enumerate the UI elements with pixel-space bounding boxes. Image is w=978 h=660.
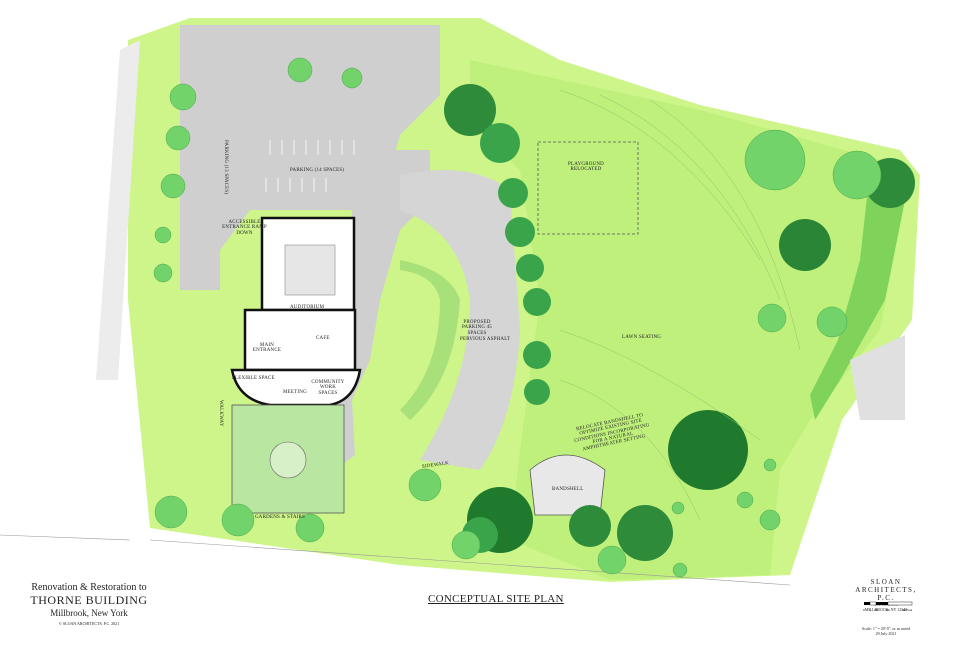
project-location: Millbrook, New York bbox=[50, 608, 128, 618]
pervious-asphalt-label: PERVIOUS ASPHALT bbox=[460, 337, 511, 342]
proposed-parking-lot bbox=[400, 170, 520, 470]
cafe-label: CAFE bbox=[316, 336, 330, 341]
drawing-date: 29 July 2021 bbox=[875, 631, 897, 636]
community-work-label: COMMUNITY WORK SPACES bbox=[311, 380, 345, 396]
parking-stripes bbox=[265, 140, 355, 192]
walkway-label: WALKWAY bbox=[218, 400, 223, 427]
east-lawn bbox=[470, 60, 905, 580]
bandshell-label: BANDSHELL bbox=[552, 487, 584, 492]
meeting-label: MEETING bbox=[283, 390, 307, 395]
garden-fountain bbox=[269, 441, 307, 479]
flexible-space-label: FLEXIBLE SPACE bbox=[232, 376, 275, 381]
east-existing-building bbox=[850, 335, 905, 420]
playground-label: PLAYGROUND RELOCATED bbox=[568, 162, 604, 173]
west-road bbox=[96, 40, 140, 380]
scale-tick-20: 20 bbox=[886, 608, 890, 612]
scale-note: Scale: 1" = 20'-0", or as noted bbox=[862, 626, 910, 631]
gardens-label: GARDENS & STAIRS bbox=[255, 515, 306, 520]
east-woodland-band bbox=[810, 170, 905, 420]
trees-medium bbox=[462, 123, 551, 553]
scale-tick-0: 0 bbox=[863, 608, 865, 612]
scale-tick-10: 10 bbox=[874, 608, 878, 612]
bandshell-structure bbox=[529, 454, 606, 516]
parking-island bbox=[400, 260, 460, 420]
south-street-edge bbox=[0, 534, 131, 541]
scale-bar: 0 5 10 20 40 Feet bbox=[863, 601, 912, 612]
trees-light bbox=[153, 57, 882, 578]
project-title-block: Renovation & Restoration to THORNE BUILD… bbox=[14, 582, 164, 626]
scale-tick-40: 40 Feet bbox=[902, 608, 912, 612]
sheet-title: CONCEPTUAL SITE PLAN bbox=[428, 593, 564, 605]
proposed-parking-label: PROPOSED PARKING 45 SPACES bbox=[461, 320, 492, 336]
parking-13-label: PARKING (13 SPACES) bbox=[223, 140, 228, 195]
main-entrance-label: MAIN ENTRANCE bbox=[252, 343, 282, 354]
thorne-building-footprint bbox=[230, 216, 362, 407]
scale-tick-5: 5 bbox=[869, 608, 871, 612]
parking-14-label: PARKING (14 SPACES) bbox=[290, 168, 345, 173]
playground-area bbox=[537, 141, 639, 235]
copyright-note: © SLOAN ARCHITECTS, P.C. 2021 bbox=[58, 621, 120, 626]
lawn-seating-label: LAWN SEATING bbox=[622, 335, 662, 340]
project-title-line2: THORNE BUILDING bbox=[30, 593, 148, 607]
contour-lines bbox=[559, 89, 801, 521]
project-title-line1: Renovation & Restoration to bbox=[31, 582, 147, 593]
firm-name: SLOAN ARCHITECTS, P.C. bbox=[855, 578, 917, 602]
firm-address: MILLBROOK, NY 12545 bbox=[864, 607, 908, 612]
auditorium-label: AUDITORIUM bbox=[290, 305, 325, 310]
north-parking-lot bbox=[180, 25, 440, 290]
accessible-ramp-label: ACCESSIBLE ENTRANCE RAMP DOWN bbox=[222, 220, 267, 236]
